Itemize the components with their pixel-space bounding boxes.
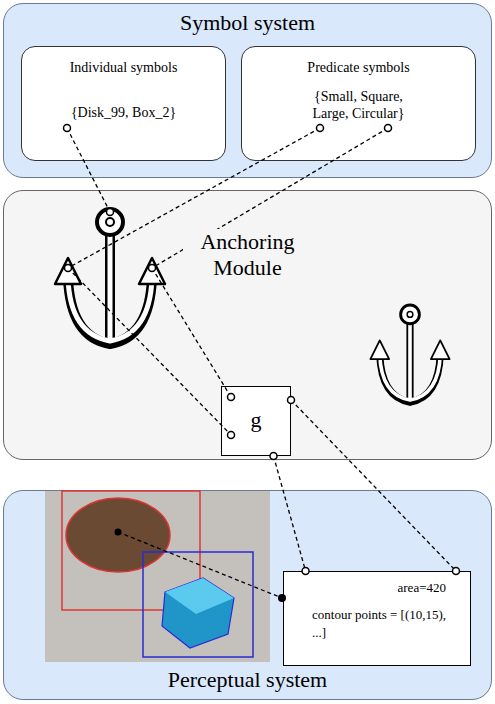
dashed-connector [291,400,456,571]
box-heading: Symbol system [180,10,315,36]
system-panel: Perceptual system area=420 contour points … [3,490,492,700]
box-heading: Anchoring Module [183,229,313,281]
link-dot [228,432,235,439]
box-body: contour points = [(10,15), ...] [312,606,452,642]
link-dot [64,125,71,132]
dashed-link [152,128,388,268]
box-heading: Predicate symbols [307,59,409,76]
symbol-box: Individual symbols {Disk_99, Box_2} [21,46,226,161]
module-panel: Anchoring Module g [3,190,492,460]
photo [143,552,253,657]
dashed-link [68,128,320,268]
dashed-link [68,268,231,435]
link-dot [149,265,156,272]
dashed-link [152,268,231,397]
link-dot [270,453,277,460]
function-box: g [221,386,291,456]
dashed-connector [274,456,306,571]
link-dot [452,568,459,575]
box-heading: Perceptual system [168,667,327,693]
photo [66,498,170,572]
symbol-box: Predicate symbols {Small, Square, Large, … [241,46,476,161]
photo [165,578,234,614]
photo [45,491,270,662]
photo [45,491,270,662]
link-dot [115,529,287,603]
link-dot [385,125,392,132]
link-dot [115,529,122,536]
link-dot [278,594,286,602]
box-heading: g [251,407,262,433]
box-heading: area=420 [398,580,446,596]
link-dot [302,568,309,575]
anchor-icon [55,209,165,344]
anchor-icon [370,305,449,402]
box-heading: Individual symbols [70,59,178,76]
system-panel: Symbol systemIndividual symbols {Disk_99,… [3,3,492,178]
link-dot [107,209,114,216]
photo [62,491,200,610]
link-dot [288,397,295,404]
attribute-box: area=420 contour points = [(10,15), ...] [283,571,471,666]
link-dot [317,125,324,132]
dashed-link [67,128,110,212]
dashed-link [118,532,282,598]
link-dot [228,394,235,401]
box-body: {Disk_99, Box_2} [71,104,176,121]
link-dot [65,265,72,272]
box-body: {Small, Square, Large, Circular} [296,88,421,122]
photo [162,578,234,648]
link-dot [64,125,392,439]
dashed-link [67,128,388,598]
